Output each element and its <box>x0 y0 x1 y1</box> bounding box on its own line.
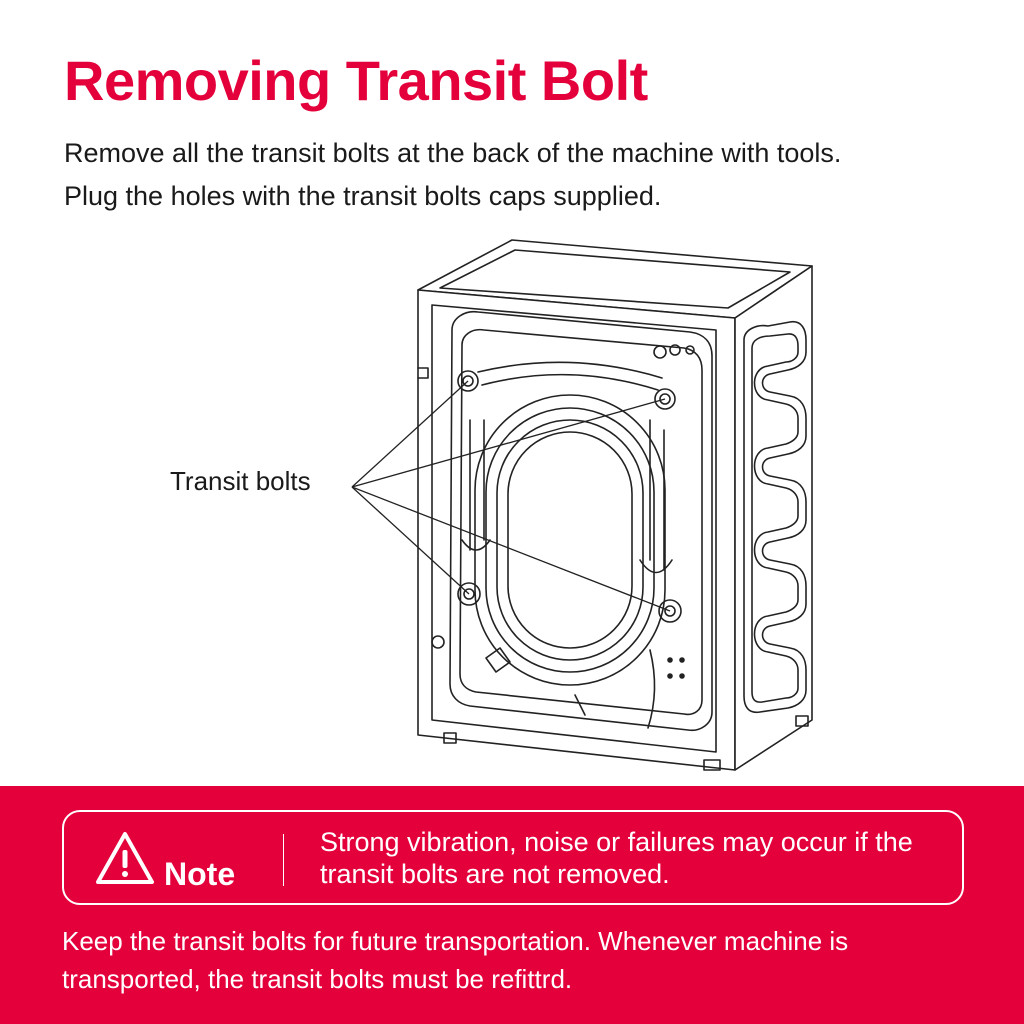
note-text: Strong vibration, noise or failures may … <box>320 827 913 889</box>
instruction-line-1: Remove all the transit bolts at the back… <box>64 138 842 168</box>
instruction-line-2: Plug the holes with the transit bolts ca… <box>64 181 662 211</box>
footer-band: Note Strong vibration, noise or failures… <box>0 786 1024 1024</box>
page-title: Removing Transit Bolt <box>64 49 648 112</box>
warning-triangle-icon <box>96 832 154 884</box>
note-box: Note Strong vibration, noise or failures… <box>62 810 964 905</box>
transit-bolts-label: Transit bolts <box>170 466 311 496</box>
note-divider <box>283 834 284 886</box>
footer-text: Keep the transit bolts for future transp… <box>62 926 849 994</box>
washing-machine-rear-illustration <box>417 239 813 771</box>
instructions: Remove all the transit bolts at the back… <box>64 132 994 218</box>
note-label: Note <box>164 856 236 892</box>
